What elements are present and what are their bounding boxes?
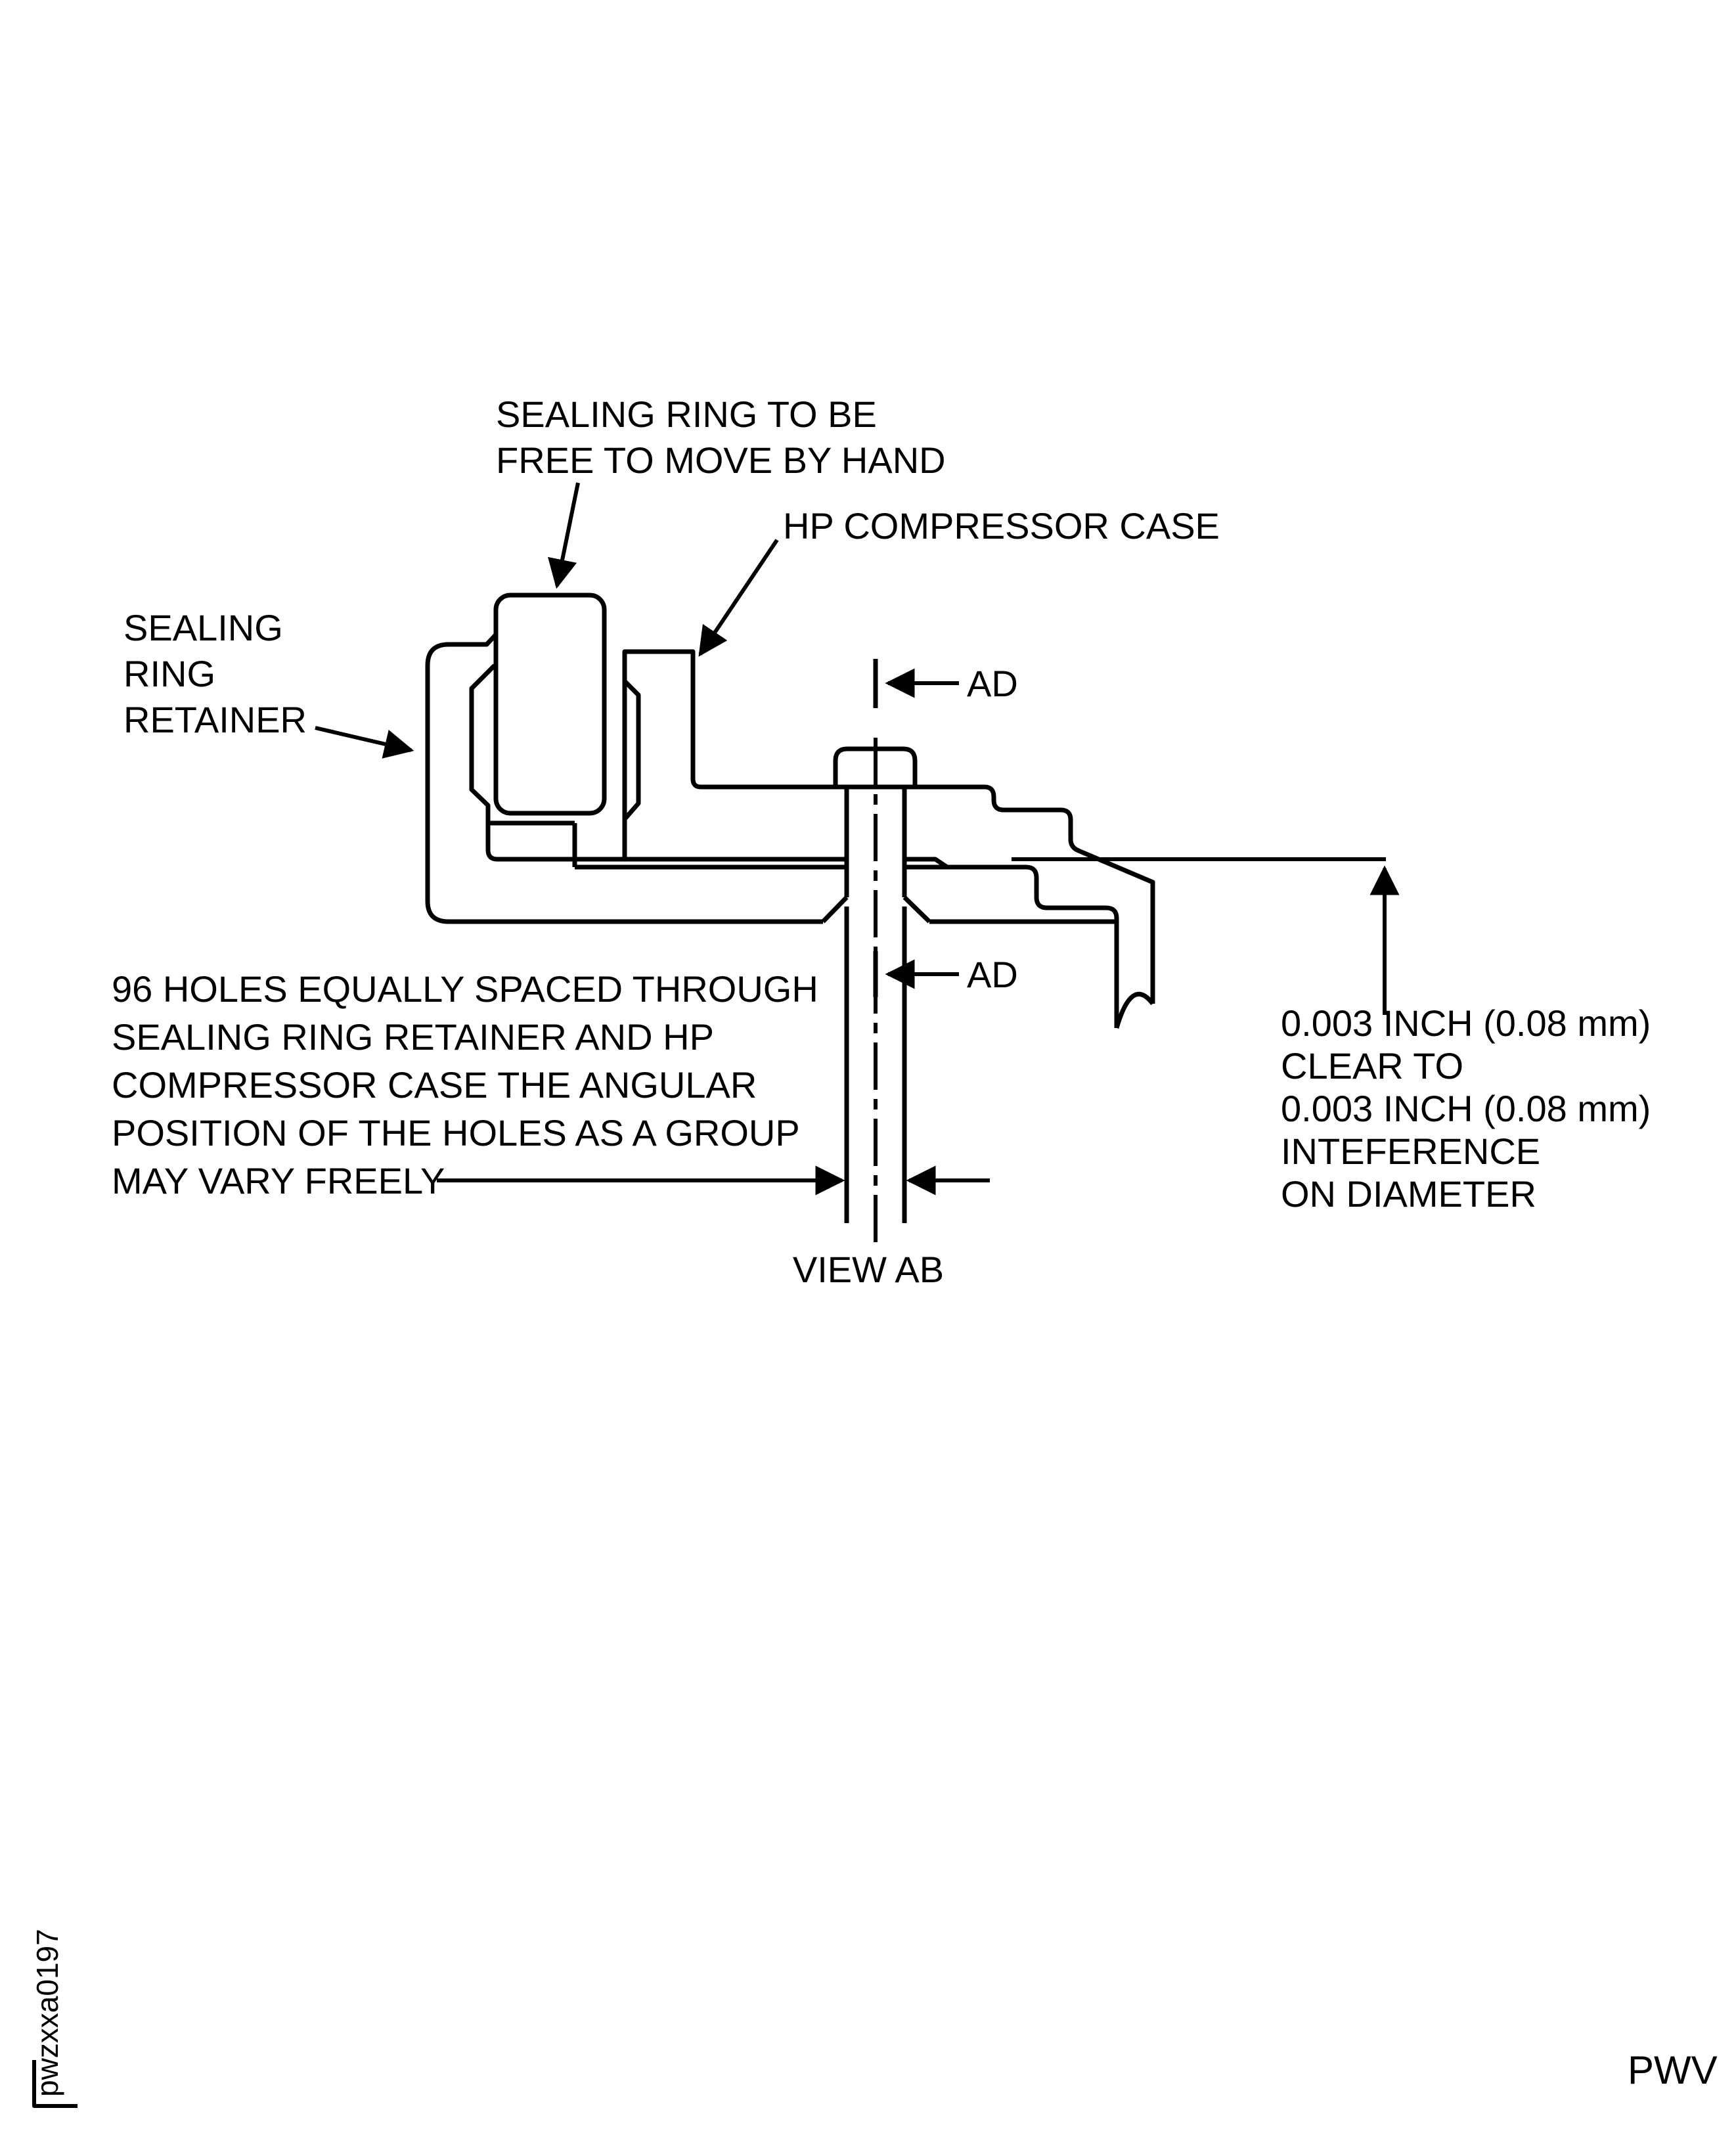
fit-note-line2: CLEAR TO [1281,1045,1463,1086]
sealing-ring-outline [493,593,607,816]
case-leader [698,539,779,657]
hole-projection-lines [844,907,907,1223]
case-label: HP COMPRESSOR CASE [783,505,1220,547]
figure-id: pwzxxa0197 [30,1929,64,2097]
break-line-arc [1114,991,1155,1029]
retainer-leader [315,726,414,759]
retainer-label-line1: SEALING [123,607,283,648]
holes-note-line4: POSITION OF THE HOLES AS A GROUP [112,1112,800,1153]
retainer-groove-wall [469,663,498,862]
flange-joint-lower-line [575,864,1119,1028]
section-marker-bottom: AD [967,954,1018,995]
section-marker-top: AD [967,663,1018,704]
sealing-ring-leader [548,482,580,589]
corner-bracket [32,2060,78,2108]
retainer-outline [425,633,823,924]
case-groove-wall [623,679,641,821]
fit-note-line5: ON DIAMETER [1281,1173,1536,1215]
retainer-label-line3: RETAINER [123,699,307,740]
bolt-shank [844,787,907,897]
fit-note-line4: INTEFERENCE [1281,1131,1540,1172]
sealing-ring-note-line1: SEALING RING TO BE [496,393,877,435]
fit-note-line3: 0.003 INCH (0.08 mm) [1281,1088,1651,1129]
view-label: VIEW AB [793,1249,944,1290]
holes-note-line2: SEALING RING RETAINER AND HP [112,1016,714,1058]
countersink-right-flank [902,895,931,924]
holes-note-line1: 96 HOLES EQUALLY SPACED THROUGH [112,968,818,1010]
holes-note-line3: COMPRESSOR CASE THE ANGULAR [112,1064,757,1106]
fit-note-line1: 0.003 INCH (0.08 mm) [1281,1002,1651,1044]
retainer-label-line2: RING [123,653,215,694]
sealing-ring-note-line2: FREE TO MOVE BY HAND [496,439,946,481]
countersink-left-flank [821,895,849,924]
holes-note-line5: MAY VARY FREELY [112,1160,445,1201]
flange-joint-upper-line [497,857,948,869]
page-code: PWV [1628,2048,1718,2092]
case-outline [622,649,1155,1004]
